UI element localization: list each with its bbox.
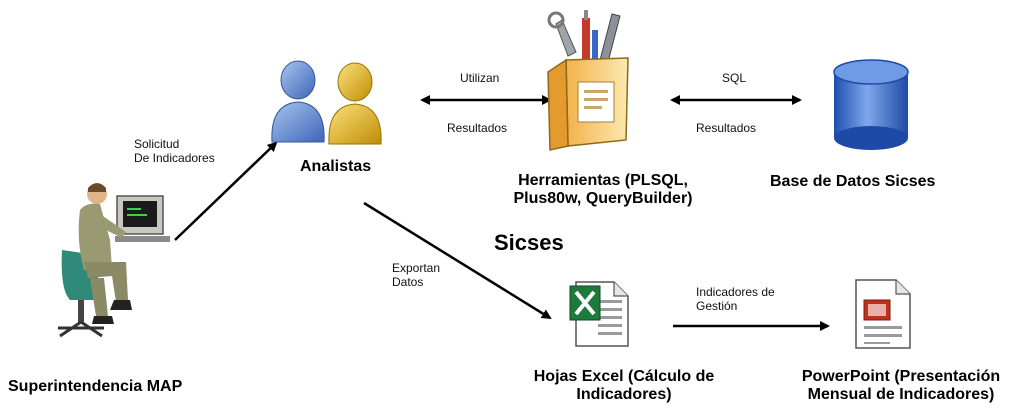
solicitud-label: Solicitud De Indicadores (134, 137, 215, 166)
utilizan-label: Utilizan (460, 71, 500, 85)
powerpoint-document-icon (855, 279, 911, 349)
hojas-excel-label-line1: Hojas Excel (Cálculo de (533, 368, 715, 385)
powerpoint-label: PowerPoint (Presentación Mensual de Indi… (776, 368, 1026, 405)
analysts-icon (271, 60, 382, 145)
toolbox-icon (547, 10, 629, 151)
diagram-title: Sicses (494, 230, 564, 255)
exportan-label-line2: Datos (392, 274, 424, 289)
herramientas-label-line2: Plus80w, QueryBuilder) (513, 190, 693, 208)
database-icon (833, 59, 909, 150)
indicadores-label: Indicadores de Gestión (696, 285, 775, 314)
edge-solicitud-arrow (174, 141, 278, 241)
hojas-excel-label: Hojas Excel (Cálculo de Indicadores) (504, 368, 744, 405)
herramientas-label: Herramientas (PLSQL, Plus80w, QueryBuild… (493, 172, 713, 209)
analistas-label: Analistas (300, 158, 372, 175)
sql-label: SQL (722, 71, 747, 85)
resultados-label-1: Resultados (447, 121, 508, 135)
base-datos-label: Base de Datos Sicses (770, 173, 936, 190)
powerpoint-label-line2: Mensual de Indicadores) (807, 386, 995, 404)
solicitud-label-line1: Solicitud (134, 137, 180, 151)
indicadores-label-line2: Gestión (696, 298, 738, 313)
herramientas-label-line1: Herramientas (PLSQL, (518, 172, 688, 189)
exportan-label-line1: Exportan (392, 261, 441, 275)
hojas-excel-label-line2: Indicadores) (576, 386, 672, 404)
excel-document-icon (569, 281, 629, 347)
exportan-label: Exportan Datos (392, 261, 441, 290)
edge-exportan-arrow (363, 201, 552, 320)
solicitud-label-line2: De Indicadores (134, 150, 215, 165)
superintendencia-label: Superintendencia MAP (8, 378, 183, 395)
powerpoint-label-line1: PowerPoint (Presentación (801, 368, 1001, 385)
person-at-computer-icon (58, 183, 170, 338)
resultados-label-2: Resultados (696, 121, 757, 135)
indicadores-label-line1: Indicadores de (696, 285, 775, 299)
